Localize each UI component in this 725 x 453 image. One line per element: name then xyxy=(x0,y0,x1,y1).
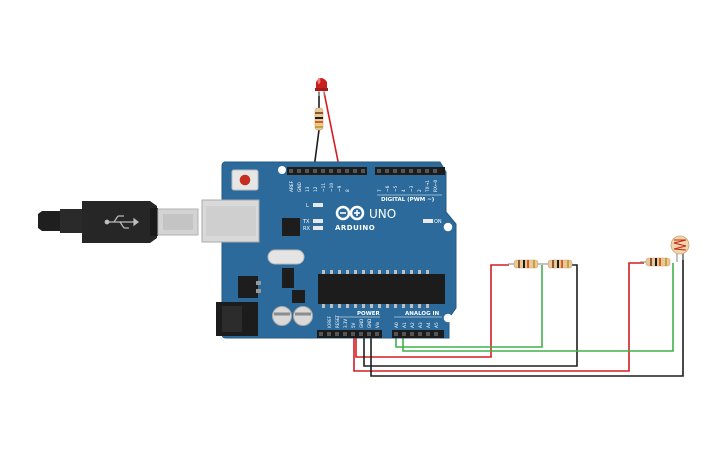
power-header[interactable] xyxy=(317,330,382,338)
pin-label: ~6 xyxy=(385,185,391,192)
pin-label: AREF xyxy=(289,180,295,192)
usb-symbol-icon xyxy=(104,215,139,229)
pin-label: RX←0 xyxy=(433,179,439,192)
usb-cable[interactable] xyxy=(38,201,199,243)
led-l-indicator xyxy=(313,203,323,207)
pin-label: 13 xyxy=(305,186,311,192)
voltage-regulator xyxy=(238,276,258,298)
pin-label: ~5 xyxy=(393,185,399,192)
label-l: L xyxy=(306,203,309,209)
pin-label: 2 xyxy=(417,189,423,192)
pin-label: 3.3V xyxy=(343,319,348,328)
pin-label: 8 xyxy=(345,189,351,192)
pin-label: A3 xyxy=(418,322,424,328)
pin-label: A0 xyxy=(394,322,400,328)
label-on: ON xyxy=(434,219,442,225)
pin-label: ~11 xyxy=(321,183,327,192)
analog-header-sockets xyxy=(394,332,438,336)
pin-label: 7 xyxy=(377,189,383,192)
label-tx: TX xyxy=(302,219,310,225)
led-rx-indicator xyxy=(313,226,323,230)
arduino-uno-board[interactable]: L TX RX ON ARDUINO UNO AREF GND 13 12 ~1… xyxy=(201,161,457,339)
on-indicator xyxy=(423,219,433,223)
pin-label: IOREF xyxy=(327,315,332,328)
mounting-hole xyxy=(443,313,453,323)
pin-label: A5 xyxy=(434,322,440,328)
chip-pins xyxy=(322,270,429,308)
pin-label: 12 xyxy=(313,186,319,192)
pin-label: Vin xyxy=(375,321,380,328)
digital-header-left[interactable] xyxy=(287,167,367,175)
pin-label: TX→1 xyxy=(425,180,431,193)
capacitor xyxy=(293,306,313,326)
crystal-oscillator xyxy=(267,249,305,265)
pin-label: 5V xyxy=(351,322,356,328)
led-resistor[interactable] xyxy=(314,107,324,131)
digital-pin-labels: AREF GND 13 12 ~11 ~10 ~9 8 7 ~6 ~5 4 ~3… xyxy=(289,179,439,193)
wire-5v-red-2[interactable] xyxy=(353,262,644,372)
resistor[interactable] xyxy=(547,259,573,269)
mounting-hole xyxy=(278,166,286,174)
power-pin-labels: IOREF RESET 3.3V 5V GND GND Vin xyxy=(327,315,380,328)
pin-label: A2 xyxy=(410,322,416,328)
wire-gnd-black-2[interactable] xyxy=(370,250,684,377)
model-label: UNO xyxy=(369,207,396,221)
analog-label: ANALOG IN xyxy=(405,311,440,317)
photoresistor[interactable] xyxy=(670,235,690,262)
small-ic xyxy=(292,290,305,303)
mounting-hole xyxy=(443,222,453,232)
resistor[interactable] xyxy=(640,257,671,267)
led-tx-indicator xyxy=(313,219,323,223)
usb-chip xyxy=(282,218,300,236)
analog-pin-labels: A0 A1 A2 A3 A4 A5 xyxy=(394,322,440,328)
power-label: POWER xyxy=(357,311,381,317)
wire-gnd-black-1[interactable] xyxy=(363,264,578,367)
resistor[interactable] xyxy=(508,259,548,269)
pin-label: GND xyxy=(359,319,364,328)
pin-label: GND xyxy=(367,319,372,328)
wire-a1-green-2[interactable] xyxy=(402,263,674,352)
capacitor xyxy=(272,306,292,326)
pin-label: ~9 xyxy=(337,185,343,192)
pin-label: 4 xyxy=(401,189,407,192)
pin-label: ~10 xyxy=(329,183,335,192)
wire-5v-red-1[interactable] xyxy=(355,264,509,358)
pin-label: ~3 xyxy=(409,185,415,192)
icsp-header xyxy=(282,268,294,288)
red-led[interactable] xyxy=(315,78,328,96)
label-rx: RX xyxy=(303,226,310,232)
brand-label: ARDUINO xyxy=(335,224,375,232)
pin-label: A4 xyxy=(426,322,432,328)
digital-label: DIGITAL (PWM ~) xyxy=(381,197,435,203)
power-header-sockets xyxy=(319,332,379,336)
arduino-infinity-logo xyxy=(335,205,365,221)
usb-strain-relief xyxy=(38,211,62,231)
pin-label: RESET xyxy=(335,315,340,328)
pin-label: A1 xyxy=(402,322,408,328)
digital-header-sockets xyxy=(289,169,437,173)
pin-label: GND xyxy=(297,181,303,192)
atmega-microcontroller xyxy=(318,274,445,304)
